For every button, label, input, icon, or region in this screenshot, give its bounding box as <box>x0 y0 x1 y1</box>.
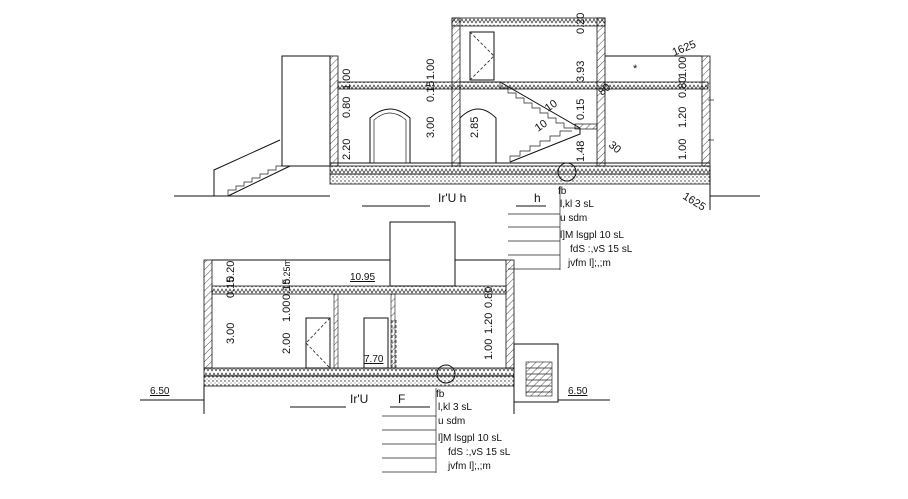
dim-text: 1.00 <box>483 339 495 360</box>
level-ground-left: 6.50 <box>150 386 170 397</box>
section-top: 2.20 0.80 1.00 3.00 0.15 1.00 2.85 3.93 … <box>174 13 760 270</box>
foundation-band <box>203 367 515 377</box>
foundation-fill <box>329 173 711 185</box>
note-line: l]M lsgpl 10 sL <box>438 433 502 444</box>
level-floor: 7.70 <box>364 354 384 365</box>
dim-text: 0.15 <box>425 81 437 102</box>
section-marker <box>436 364 456 384</box>
dim-text: 0.80 <box>483 287 495 308</box>
dim-text: 1.20 <box>677 107 689 128</box>
note-line: l,kl 3 sL <box>438 402 472 413</box>
note-line: jvfm l];,;m <box>567 258 611 269</box>
dim-text: 2.20 <box>341 139 353 160</box>
wall-left <box>329 55 339 167</box>
dim-text: 1.00 <box>281 301 293 322</box>
note-line: l]M lsgpl 10 sL <box>560 230 624 241</box>
dim-text: 0.80 <box>341 97 353 118</box>
tower-door <box>469 31 495 81</box>
wall-right <box>505 259 515 369</box>
dim-text: 1.20 <box>483 313 495 334</box>
notes-block: fb l,kl 3 sL u sdm l]M lsgpl 10 sL fdS :… <box>508 186 633 270</box>
level-roof: 10.95 <box>350 272 375 283</box>
note-line: fdS :,vS 15 sL <box>570 244 633 255</box>
dim-text: 0.15 <box>575 99 587 120</box>
section-title-right: F <box>398 392 405 406</box>
dim-text: 3.00 <box>425 117 437 138</box>
section-title-left: Ir'U <box>350 392 368 406</box>
roof-slab <box>211 285 507 295</box>
slab-first-floor <box>337 81 709 90</box>
wall-left <box>203 259 213 369</box>
note-line: jvfm l];,;m <box>447 461 491 472</box>
section-title-left: Ir'U h <box>438 191 466 205</box>
foundation-band <box>329 165 711 175</box>
stair-lower-flight <box>509 128 581 163</box>
dim-text: 0.15 <box>281 279 293 300</box>
note-line: u sdm <box>438 416 465 427</box>
door <box>363 317 389 369</box>
dim-text: 2.00 <box>281 333 293 354</box>
dim-text: 1.00 <box>677 139 689 160</box>
dim-text: 1.48 <box>575 141 587 162</box>
dim-text: 3.00 <box>225 323 237 344</box>
outer-stair-outline <box>213 139 281 196</box>
left-block <box>281 55 331 167</box>
note-line: u sdm <box>560 213 587 224</box>
dim-text: 30 <box>606 139 623 156</box>
section-title-right: h <box>534 191 541 205</box>
stair-tower-box <box>389 221 456 287</box>
partition-wall <box>333 293 339 369</box>
section-bottom: 6.50 6.50 10.95 <box>140 221 610 473</box>
dim-text: 1.00 <box>677 57 689 78</box>
outer-stair-steps <box>227 165 290 196</box>
dim-text: 1.00 <box>425 59 437 80</box>
note-line: fdS :,vS 15 sL <box>448 447 511 458</box>
arch-opening <box>369 108 411 163</box>
partition-wall <box>390 293 396 369</box>
wall-tower-left <box>451 17 461 167</box>
section-marker <box>557 162 577 182</box>
dim-text: 1.00 <box>341 69 353 90</box>
foundation-fill <box>203 375 515 387</box>
external-stair-box <box>513 343 559 403</box>
note-line: l,kl 3 sL <box>560 199 594 210</box>
slab-tower-roof <box>451 17 606 27</box>
marker-asterisk: * <box>633 63 638 75</box>
notes-block: fb l,kl 3 sL u sdm l]M lsgpl 10 sL fdS :… <box>382 388 511 473</box>
dim-text: 0.25m <box>282 259 292 284</box>
dim-text: 0.80 <box>677 77 689 98</box>
dim-text: 0.20 <box>575 13 587 34</box>
level-ground-right: 6.50 <box>568 386 588 397</box>
dim-text: 2.85 <box>469 117 481 138</box>
note-line: fb <box>558 186 567 197</box>
note-line: fb <box>436 389 445 400</box>
wall-right <box>701 55 711 167</box>
external-stair-steps <box>525 361 553 397</box>
dim-text: 0.20 <box>225 261 237 282</box>
dim-text: 3.93 <box>575 61 587 82</box>
dim-text: 10 <box>543 98 560 115</box>
door <box>305 317 331 369</box>
dim-text: 0.15 <box>225 277 237 298</box>
dim-text: 10 <box>533 118 550 135</box>
dim-text: 1625 <box>680 190 707 213</box>
